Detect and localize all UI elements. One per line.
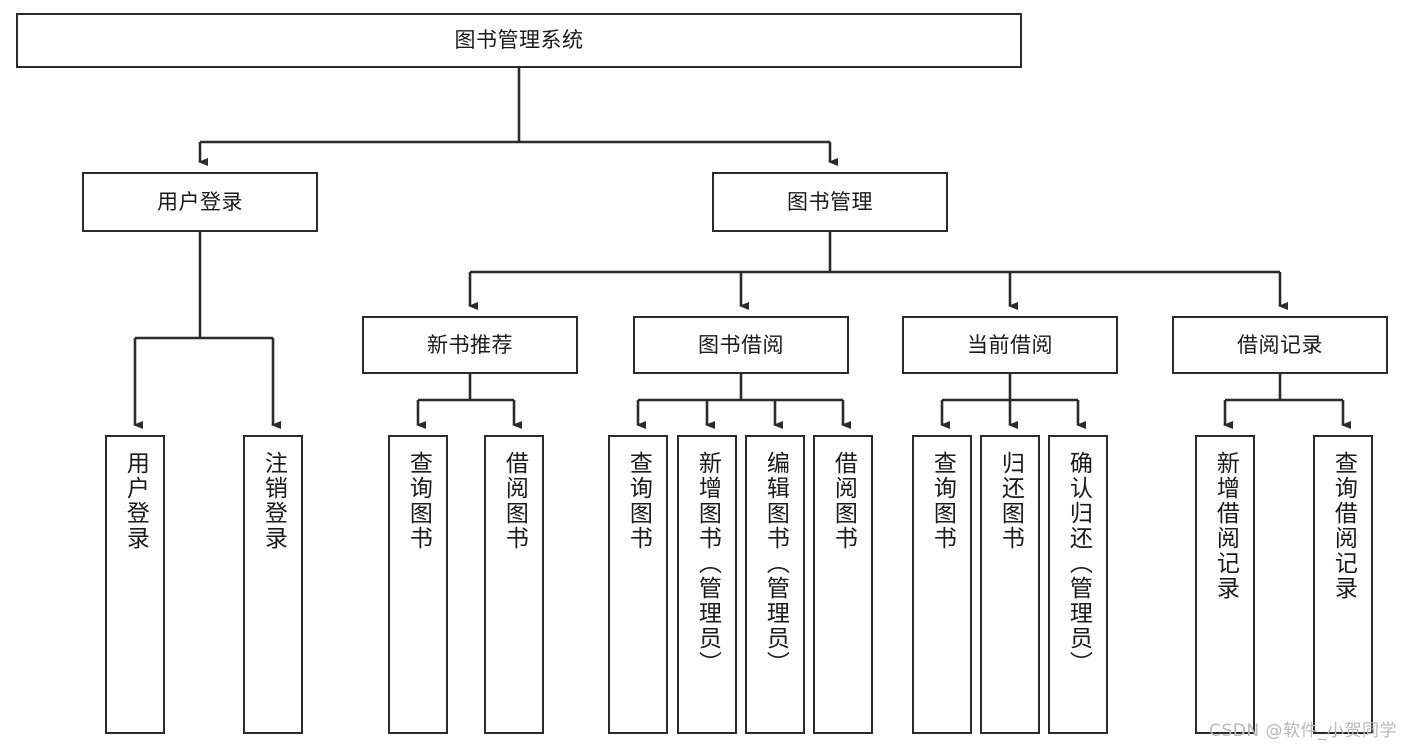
node-borrow-records[interactable]: 借阅记录 — [1172, 316, 1388, 374]
leaf-borrow-book-recommend[interactable]: 借阅图书 — [484, 435, 544, 734]
leaf-confirm-return-admin[interactable]: 确认归还（管理员） — [1048, 435, 1108, 734]
node-current-borrow-label: 当前借阅 — [967, 332, 1053, 357]
leaf-edit-book-admin[interactable]: 编辑图书（管理员） — [745, 435, 805, 734]
leaf-query-book-borrow[interactable]: 查询图书 — [608, 435, 668, 734]
node-user-login-label: 用户登录 — [157, 189, 243, 214]
node-root[interactable]: 图书管理系统 — [16, 13, 1022, 68]
node-current-borrow[interactable]: 当前借阅 — [902, 316, 1118, 374]
leaf-query-book-current-label: 查询图书 — [929, 451, 956, 551]
node-book-management-label: 图书管理 — [787, 189, 873, 214]
leaf-add-book-admin-label: 新增图书（管理员） — [694, 451, 721, 676]
leaf-query-borrow-record[interactable]: 查询借阅记录 — [1313, 435, 1373, 734]
watermark: CSDN @软件_小贺同学 — [1209, 721, 1397, 741]
leaf-user-logout-label: 注销登录 — [260, 451, 287, 551]
leaf-user-login-label: 用户登录 — [122, 451, 149, 551]
leaf-query-book-borrow-label: 查询图书 — [625, 451, 652, 551]
node-user-login[interactable]: 用户登录 — [82, 172, 318, 232]
leaf-add-borrow-record-label: 新增借阅记录 — [1212, 451, 1239, 601]
node-book-borrow-label: 图书借阅 — [698, 332, 784, 357]
leaf-borrow-book-label: 借阅图书 — [830, 451, 857, 551]
node-borrow-records-label: 借阅记录 — [1237, 332, 1323, 357]
node-root-label: 图书管理系统 — [454, 28, 584, 53]
leaf-return-book-label: 归还图书 — [997, 451, 1024, 551]
leaf-query-book-current[interactable]: 查询图书 — [912, 435, 972, 734]
leaf-query-book-recommend-label: 查询图书 — [405, 451, 432, 551]
node-new-book-recommend-label: 新书推荐 — [427, 332, 513, 357]
leaf-query-borrow-record-label: 查询借阅记录 — [1330, 451, 1357, 601]
node-new-book-recommend[interactable]: 新书推荐 — [362, 316, 578, 374]
leaf-user-logout[interactable]: 注销登录 — [243, 435, 303, 734]
leaf-borrow-book-recommend-label: 借阅图书 — [501, 451, 528, 551]
leaf-query-book-recommend[interactable]: 查询图书 — [388, 435, 448, 734]
node-book-management[interactable]: 图书管理 — [712, 172, 948, 232]
leaf-confirm-return-admin-label: 确认归还（管理员） — [1065, 451, 1092, 676]
leaf-return-book[interactable]: 归还图书 — [980, 435, 1040, 734]
leaf-add-borrow-record[interactable]: 新增借阅记录 — [1195, 435, 1255, 734]
leaf-edit-book-admin-label: 编辑图书（管理员） — [762, 451, 789, 676]
leaf-add-book-admin[interactable]: 新增图书（管理员） — [677, 435, 737, 734]
node-book-borrow[interactable]: 图书借阅 — [633, 316, 849, 374]
leaf-user-login[interactable]: 用户登录 — [105, 435, 165, 734]
leaf-borrow-book[interactable]: 借阅图书 — [813, 435, 873, 734]
